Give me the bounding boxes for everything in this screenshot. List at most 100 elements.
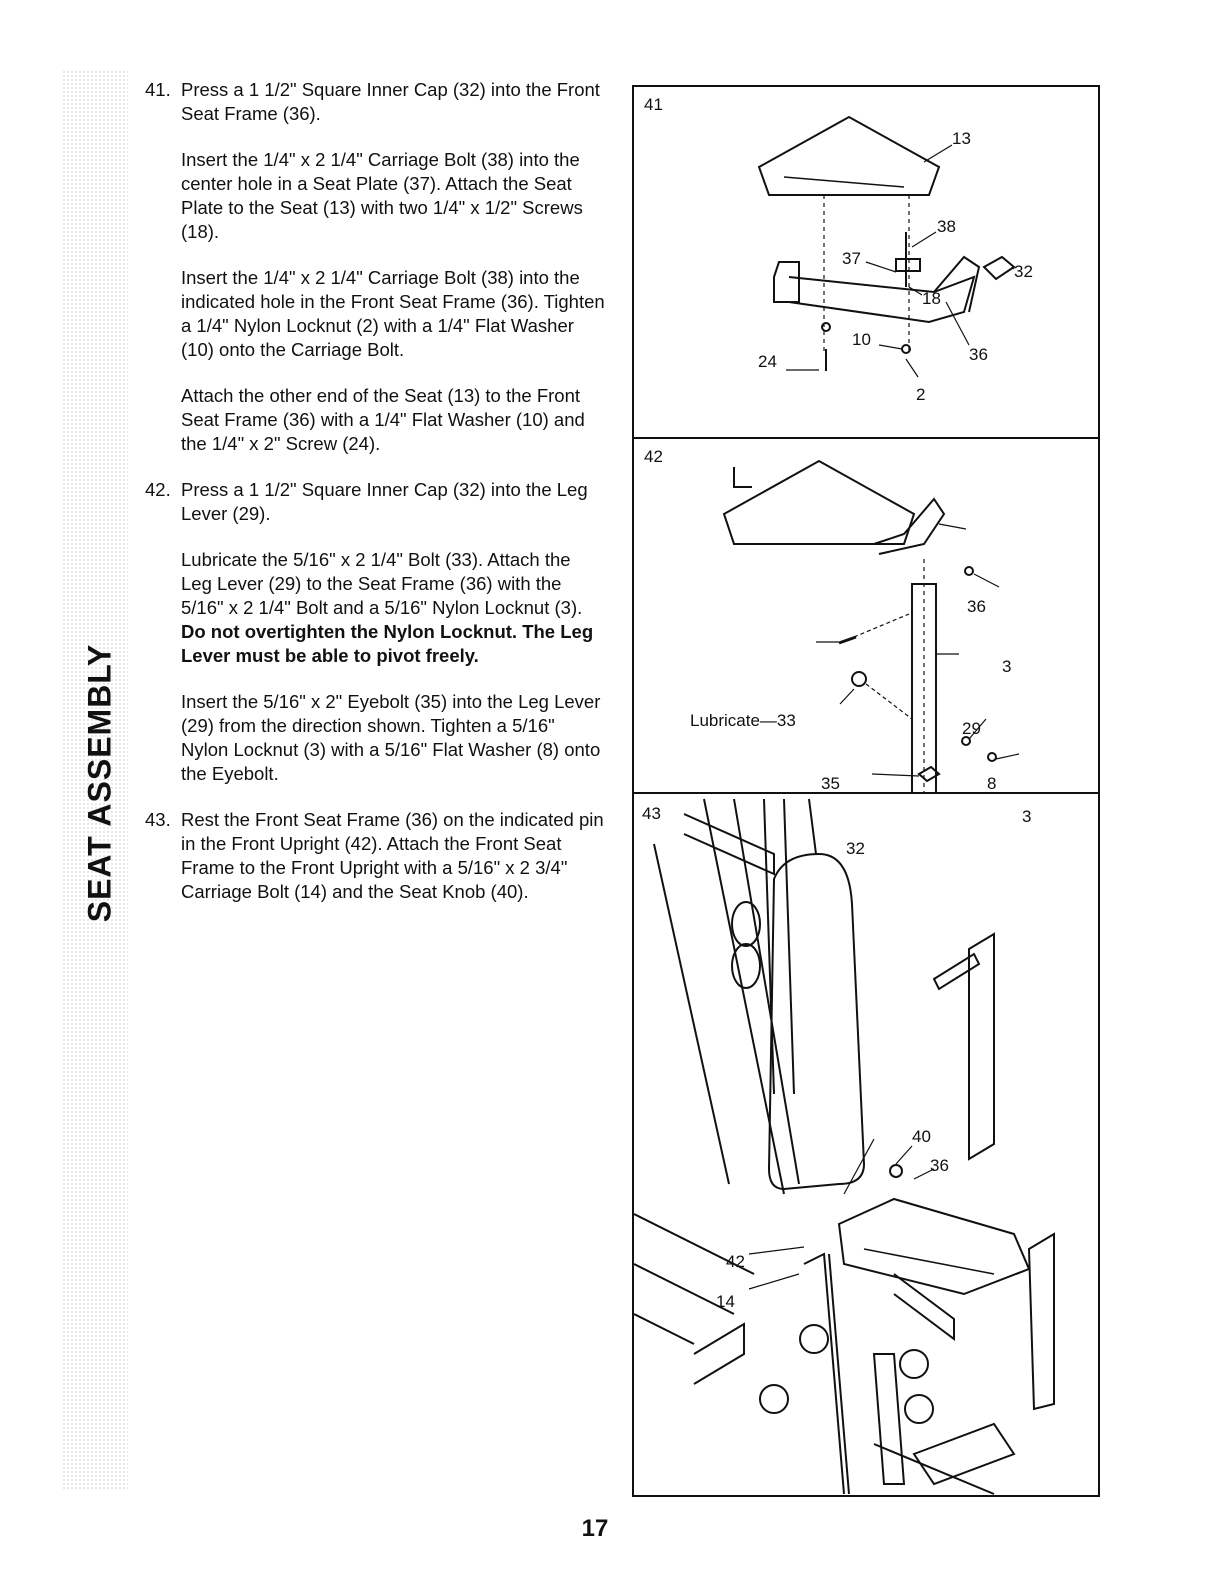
- seat-frame-tube: [788, 275, 976, 324]
- callout-40: 40: [912, 1127, 931, 1146]
- locknut-part: [987, 752, 997, 762]
- pulley-part: [759, 1384, 789, 1414]
- step-number: 41.: [145, 79, 171, 100]
- figure-43: 43: [634, 794, 1098, 1495]
- cable-line: [733, 798, 800, 1185]
- step-number: 43.: [145, 809, 171, 830]
- figures-frame: 41 13: [632, 85, 1100, 1497]
- leg-lever-drawing: [722, 459, 1020, 792]
- step-42: 42. Press a 1 1/2" Square Inner Cap (32)…: [145, 478, 605, 786]
- bolt-part: [838, 635, 857, 645]
- base-frame-lines: [634, 1213, 755, 1345]
- pulley-part: [899, 1349, 929, 1379]
- callout-36: 36: [967, 597, 986, 616]
- page-number: 17: [581, 1515, 609, 1542]
- callout-10: 10: [852, 330, 871, 349]
- callout-leader-lines: [816, 523, 1020, 777]
- step-paragraph: Insert the 5/16" x 2" Eyebolt (35) into …: [181, 691, 601, 784]
- alignment-dashes: [823, 195, 910, 352]
- pulley-part: [731, 943, 761, 989]
- callout-37: 37: [842, 249, 861, 268]
- figure-number: 43: [642, 804, 661, 823]
- step-paragraph: Insert the 1/4" x 2 1/4" Carriage Bolt (…: [181, 149, 583, 242]
- seat-frame-bend: [933, 255, 981, 313]
- step-paragraph: Attach the other end of the Seat (13) to…: [181, 385, 585, 454]
- callout-3: 3: [1002, 657, 1012, 676]
- figure-divider: [634, 792, 1098, 794]
- locknut-part: [964, 566, 974, 576]
- rear-upright: [968, 932, 995, 1161]
- section-label-text: SEAT ASSEMBLY: [81, 643, 118, 923]
- seat-cushion-shape: [837, 1197, 1031, 1296]
- seat-cushion-seam: [783, 176, 905, 188]
- inner-cap-part: [982, 255, 1016, 281]
- foot-plate: [912, 1422, 1016, 1486]
- step-paragraph: Insert the 1/4" x 2 1/4" Carriage Bolt (…: [181, 267, 605, 360]
- seat-plate-part: [895, 258, 921, 272]
- seat-plate-drawing: [757, 115, 1016, 378]
- callout-leader-lines: [786, 144, 1015, 378]
- seat-cushion-shape: [757, 115, 941, 196]
- callout-35: 35: [821, 774, 840, 793]
- washer-part: [961, 736, 971, 746]
- base-frame-lines: [873, 1443, 995, 1495]
- callout-14: 14: [716, 1292, 735, 1311]
- support-post: [872, 1353, 906, 1485]
- cable-line: [653, 843, 730, 1185]
- callout-32: 32: [1014, 262, 1033, 281]
- inner-cap-part: [917, 765, 941, 783]
- callout-8: 8: [987, 774, 997, 793]
- eyebolt-part: [851, 671, 867, 687]
- callout-2: 2: [916, 385, 926, 404]
- step-paragraph-text: Lubricate the 5/16" x 2 1/4" Bolt (33). …: [181, 549, 583, 618]
- seat-frame-bracket: [733, 467, 752, 488]
- callout-36: 36: [930, 1156, 949, 1175]
- upright-handle: [932, 952, 981, 991]
- seat-cushion-seam: [863, 1248, 995, 1275]
- figure-divider: [634, 437, 1098, 439]
- callout-leader-lines: [748, 1138, 935, 1290]
- callout-lubricate-33: Lubricate—33: [690, 711, 796, 730]
- callout-32: 32: [846, 839, 865, 858]
- callout-24: 24: [758, 352, 777, 371]
- pulley-part: [731, 901, 761, 947]
- figure-number: 41: [644, 95, 663, 114]
- side-tab-shading: [62, 70, 128, 1490]
- upright-tubes: [763, 798, 817, 1095]
- step-paragraph: Press a 1 1/2" Square Inner Cap (32) int…: [181, 79, 600, 124]
- leg-lever-part: [1027, 1232, 1055, 1411]
- step-paragraph-with-warning: Lubricate the 5/16" x 2 1/4" Bolt (33). …: [181, 548, 605, 668]
- section-side-label: SEAT ASSEMBLY: [60, 644, 140, 923]
- instructions-column: 41. Press a 1 1/2" Square Inner Cap (32)…: [145, 78, 605, 926]
- seat-cushion-shape: [722, 459, 916, 545]
- base-crossbar: [693, 1322, 745, 1385]
- step-paragraph: Press a 1 1/2" Square Inner Cap (32) int…: [181, 479, 588, 524]
- figure-41: 41 13: [634, 87, 1098, 437]
- callout-13: 13: [952, 129, 971, 148]
- backrest-pad: [767, 852, 866, 1191]
- step-number: 42.: [145, 479, 171, 500]
- callout-42: 42: [726, 1252, 745, 1271]
- front-upright: [803, 1252, 850, 1495]
- seat-installation-drawing: [634, 798, 1055, 1495]
- leg-lever-part: [911, 583, 937, 792]
- callout-18: 18: [922, 289, 941, 308]
- figure-42: 42 36: [634, 439, 1098, 858]
- step-41: 41. Press a 1 1/2" Square Inner Cap (32)…: [145, 78, 605, 456]
- seat-frame-bracket: [773, 261, 800, 303]
- callout-36: 36: [969, 345, 988, 364]
- seat-frame-tube: [873, 497, 946, 555]
- callout-38: 38: [937, 217, 956, 236]
- callout-3b: 3: [1022, 807, 1032, 826]
- pulley-part: [904, 1394, 934, 1424]
- step-paragraph: Rest the Front Seat Frame (36) on the in…: [181, 809, 604, 902]
- pulley-part: [799, 1324, 829, 1354]
- seat-frame-part: [893, 1273, 955, 1341]
- bolt-axis-dashes: [853, 613, 910, 638]
- eyebolt-axis-dashes: [865, 683, 913, 720]
- warning-text: Do not overtighten the Nylon Locknut. Th…: [181, 621, 594, 666]
- seat-knob-part: [889, 1164, 903, 1178]
- callout-29: 29: [962, 719, 981, 738]
- frame-bar: [683, 813, 775, 876]
- washer-part: [821, 322, 831, 332]
